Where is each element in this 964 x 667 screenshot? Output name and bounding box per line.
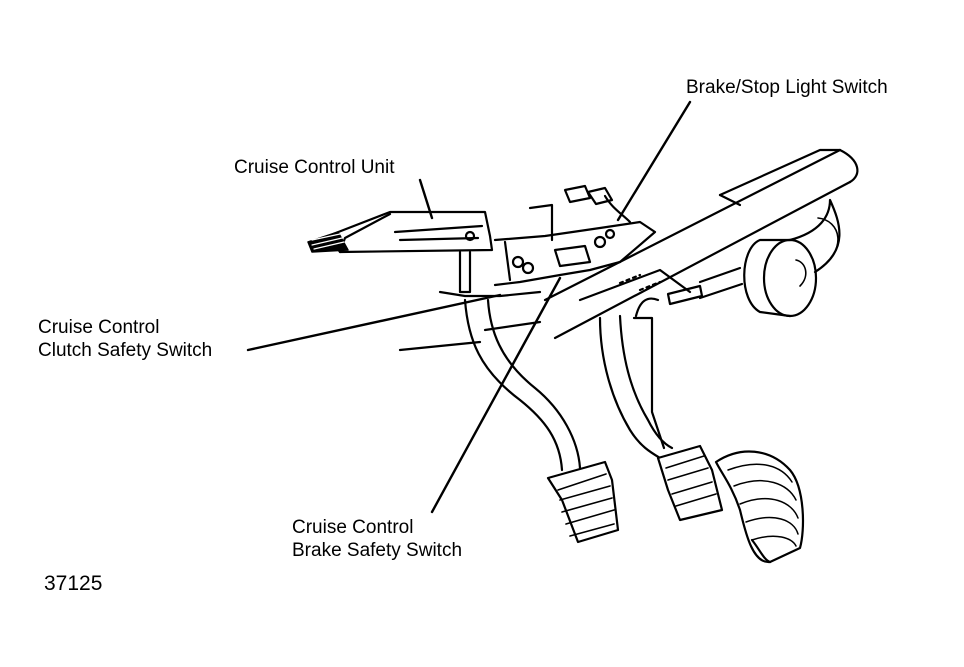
figure-number: 37125 (44, 572, 103, 595)
label-brake-safety-line-1: Cruise Control (292, 517, 414, 538)
cruise-control-unit-drawing (307, 210, 494, 294)
label-cruise-control-unit: Cruise Control Unit (234, 157, 395, 178)
label-clutch-safety-switch: Cruise Control Clutch Safety Switch (38, 316, 212, 362)
accelerator-pedal-drawing (714, 450, 805, 564)
label-brake-safety-line-2: Brake Safety Switch (292, 540, 463, 561)
brake-pedal-drawing (598, 297, 724, 522)
clutch-pedal-drawing (463, 298, 620, 544)
steering-column-drawing (398, 148, 859, 352)
label-brake-stop-light-switch: Brake/Stop Light Switch (686, 77, 888, 98)
pedal-bracket-drawing (438, 184, 657, 298)
label-clutch-safety-line-2: Clutch Safety Switch (38, 340, 213, 361)
brake-booster-drawing (666, 198, 841, 318)
label-brake-safety-switch: Cruise Control Brake Safety Switch (292, 516, 462, 562)
leader-brake-safety-switch (430, 276, 562, 514)
leader-clutch-safety-switch (246, 293, 502, 352)
leader-brake-stop-light-switch (616, 100, 692, 222)
leader-cruise-control-unit (418, 178, 434, 220)
label-clutch-safety-line-1: Cruise Control (38, 317, 160, 338)
leader-lines (246, 100, 692, 514)
